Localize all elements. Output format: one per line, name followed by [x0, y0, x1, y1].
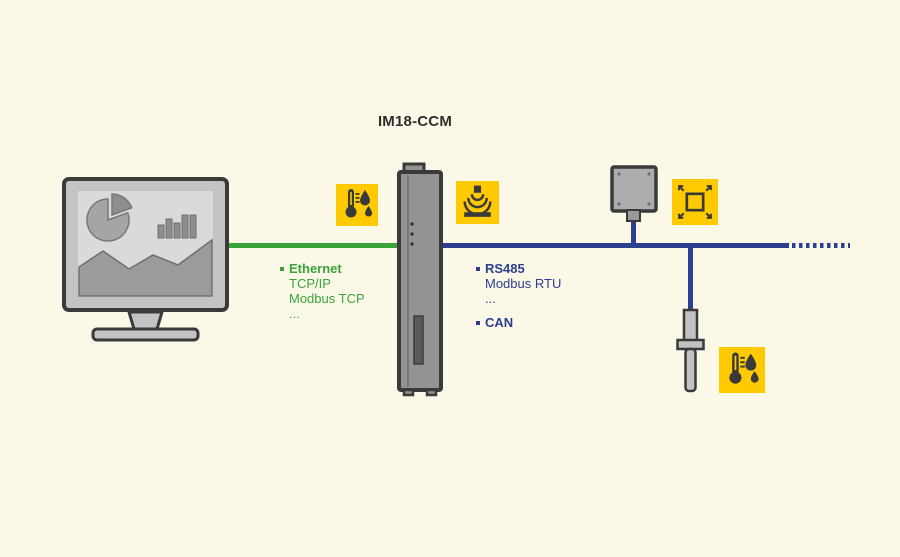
rs485-protocol: ... [485, 291, 496, 306]
rs485-protocol: Modbus RTU [485, 276, 562, 291]
module-slot [413, 315, 424, 365]
sensor-drop-line [631, 218, 636, 246]
bullet-icon [476, 266, 480, 271]
bar-chart-graphic [157, 214, 197, 239]
computer-monitor [62, 177, 229, 342]
bullet-icon [280, 266, 284, 271]
can-heading-row: CAN [476, 315, 561, 330]
rs485-heading: RS485 [485, 261, 525, 276]
sensor-box [610, 165, 658, 222]
rs485-bus-line [440, 243, 789, 248]
device-title: IM18-CCM [377, 113, 453, 130]
ethernet-protocol: ... [289, 306, 300, 321]
sensor-box-connector [626, 209, 641, 222]
can-heading: CAN [485, 315, 514, 330]
vibration-icon [672, 179, 718, 225]
temperature-humidity-icon [336, 184, 378, 226]
temperature-humidity-icon [719, 347, 765, 393]
pie-chart-graphic [86, 193, 133, 242]
ethernet-heading-row: Ethernet [280, 261, 365, 276]
rs485-heading-row: RS485 [476, 261, 561, 276]
monitor-stand [91, 310, 200, 342]
bullet-icon [476, 320, 480, 325]
module-led-dots [410, 222, 414, 246]
ethernet-protocol: TCP/IP [289, 276, 331, 291]
ethernet-line [226, 243, 401, 248]
ethernet-protocol: Modbus TCP [289, 291, 365, 306]
ethernet-heading: Ethernet [289, 261, 342, 276]
probe-sensor [676, 308, 705, 393]
wireless-signal-icon [456, 181, 499, 224]
rs485-label: RS485 Modbus RTU ... CAN [476, 261, 561, 330]
ethernet-label: Ethernet TCP/IP Modbus TCP ... [280, 261, 365, 321]
im18-ccm-module [397, 162, 443, 397]
area-chart-graphic [78, 238, 213, 297]
probe-drop-line [688, 246, 693, 316]
